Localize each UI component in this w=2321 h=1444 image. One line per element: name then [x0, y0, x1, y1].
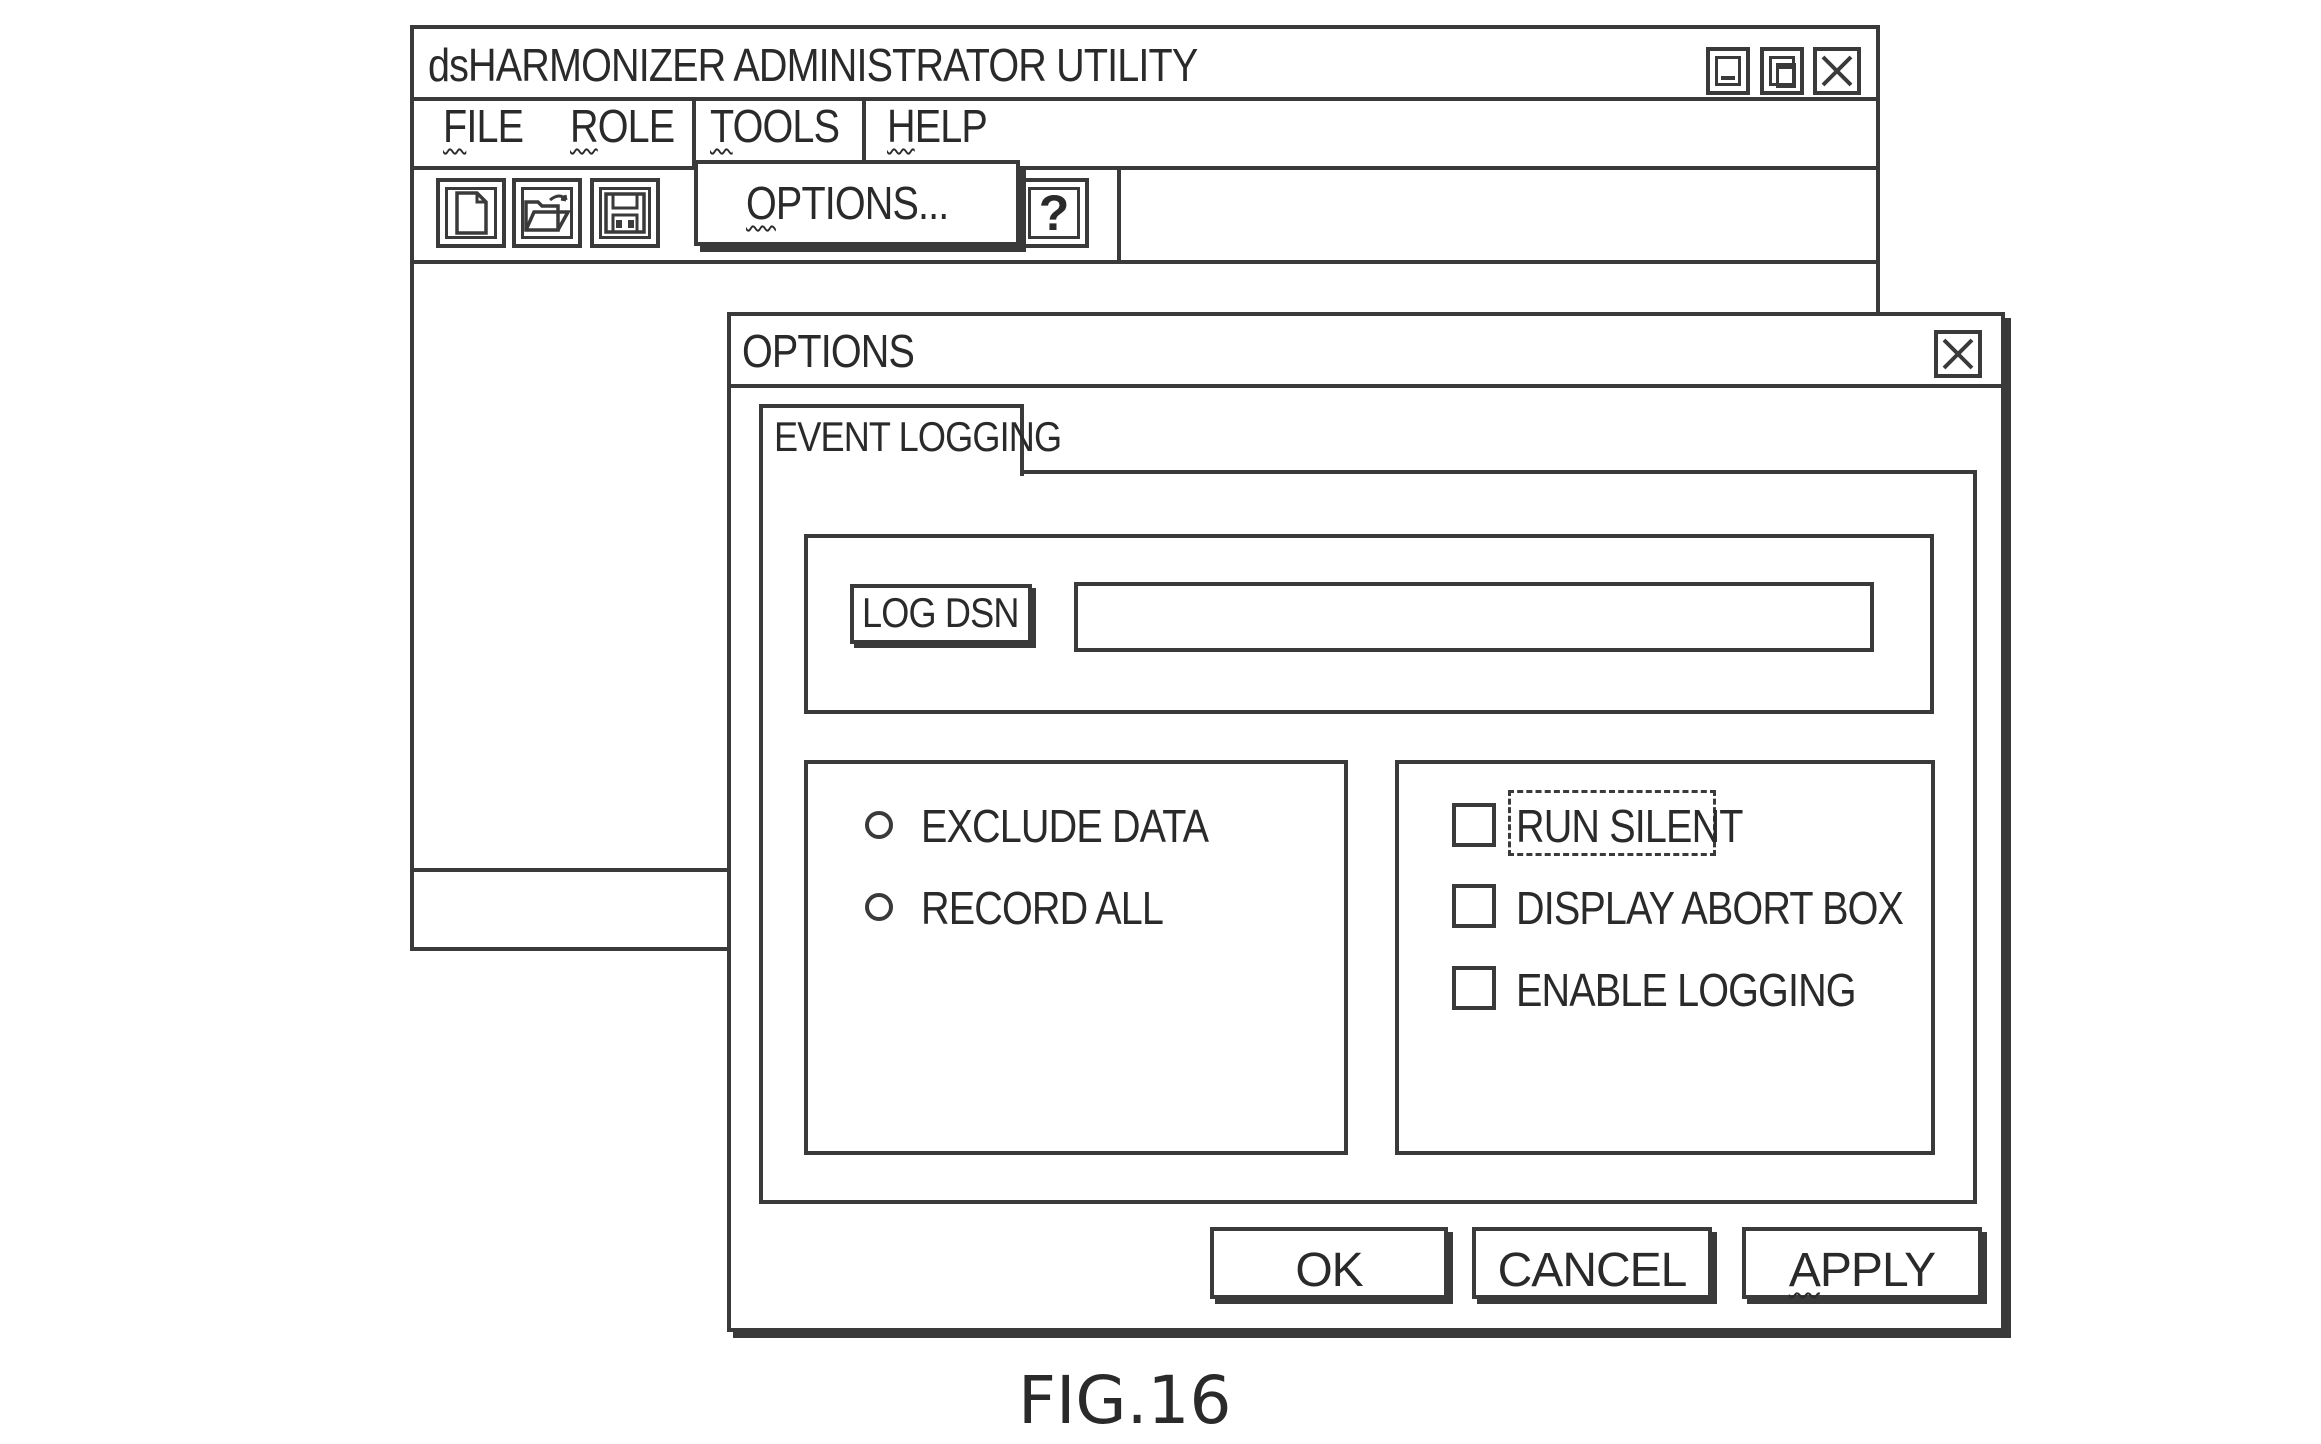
checkbox-run-silent-label: RUN SILENT [1516, 803, 1743, 849]
radio-record-all-label: RECORD ALL [921, 885, 1163, 931]
checkbox-enable-logging-label: ENABLE LOGGING [1516, 967, 1856, 1013]
save-disk-icon[interactable] [590, 178, 660, 248]
new-document-icon[interactable] [436, 178, 506, 248]
dialog-title: OPTIONS [742, 328, 914, 374]
minimize-icon[interactable] [1706, 47, 1750, 95]
radio-record-all[interactable] [865, 893, 893, 921]
maximize-icon[interactable] [1760, 47, 1804, 95]
help-icon[interactable]: ? [1019, 178, 1089, 248]
close-icon[interactable] [1813, 47, 1861, 95]
menu-tools[interactable]: TOOLS [710, 103, 839, 149]
open-folder-icon[interactable] [512, 178, 582, 248]
radio-exclude-data-label: EXCLUDE DATA [921, 803, 1208, 849]
checkbox-run-silent[interactable] [1452, 803, 1496, 847]
menu-file[interactable]: FILE [443, 103, 523, 149]
ok-button[interactable]: OK [1210, 1227, 1448, 1299]
log-dsn-input[interactable] [1074, 582, 1874, 652]
dialog-close-icon[interactable] [1934, 330, 1982, 378]
menu-role[interactable]: ROLE [570, 103, 674, 149]
tab-event-logging-label: EVENT LOGGING [774, 416, 1061, 458]
menu-help[interactable]: HELP [887, 103, 987, 149]
figure-caption: FIG.16 [1018, 1368, 1232, 1434]
checkbox-enable-logging[interactable] [1452, 966, 1496, 1010]
window-title: dsHARMONIZER ADMINISTRATOR UTILITY [428, 42, 1197, 88]
apply-button[interactable]: APPLY [1742, 1227, 1982, 1299]
cancel-button[interactable]: CANCEL [1472, 1227, 1712, 1299]
menu-item-options[interactable]: OPTIONS... [746, 180, 948, 226]
radio-exclude-data[interactable] [865, 811, 893, 839]
checkbox-display-abort-box-label: DISPLAY ABORT BOX [1516, 885, 1903, 931]
checkbox-display-abort-box[interactable] [1452, 884, 1496, 928]
